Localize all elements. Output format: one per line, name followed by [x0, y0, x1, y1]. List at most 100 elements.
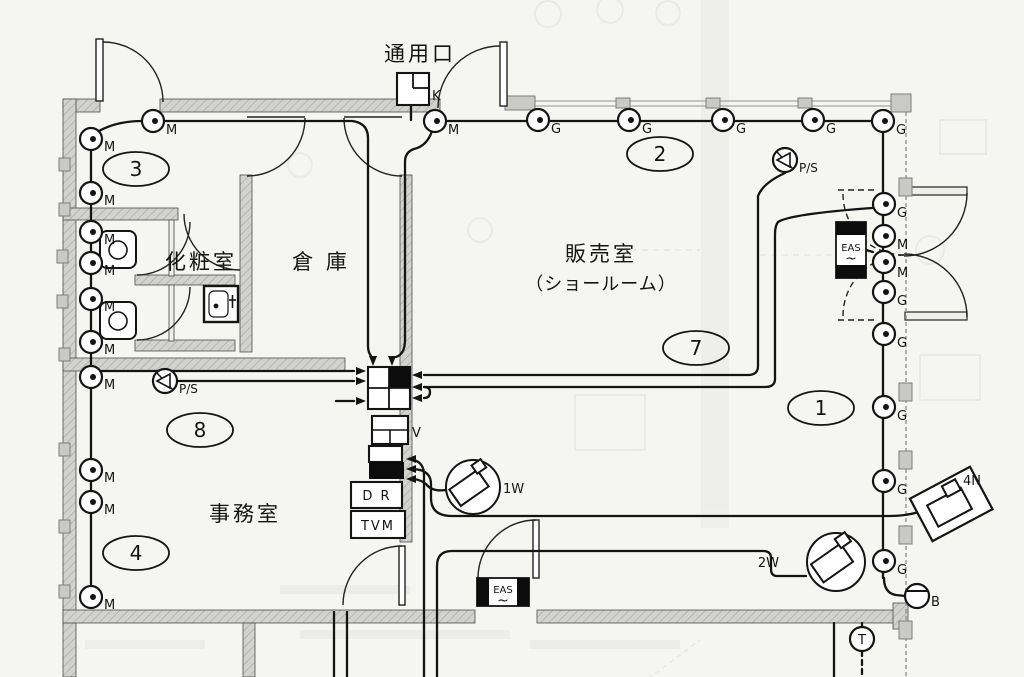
sensor-m	[78, 286, 104, 312]
sensor-m	[78, 364, 104, 390]
b-label: B	[931, 595, 940, 610]
zone-number-1: 1	[815, 396, 828, 420]
door-arc	[477, 519, 537, 579]
door-arc	[343, 117, 403, 177]
sensor-g	[800, 107, 826, 133]
control-panel-black-cell	[389, 367, 410, 388]
ps-sensor	[771, 146, 799, 174]
zone-number-4: 4	[130, 541, 143, 565]
sensor-label-m: M	[104, 471, 115, 486]
eas-wave: ~	[497, 593, 509, 609]
camera-1w	[445, 457, 501, 515]
camera-2w	[806, 530, 866, 592]
room-label-storage: 倉 庫	[292, 250, 350, 274]
zone-2	[626, 136, 694, 172]
sensor-m	[422, 108, 448, 134]
sensor-label-m: M	[897, 238, 908, 253]
sensor-label-g: G	[551, 122, 561, 137]
room-label-service-entrance: 通用口	[384, 42, 456, 66]
camera-4n-label: 4N	[963, 474, 981, 489]
k-label: K	[432, 89, 441, 104]
sensor-label-g: G	[896, 123, 906, 138]
sensor-m	[78, 219, 104, 245]
sensor-m	[78, 584, 104, 610]
glass-corner-box	[890, 93, 912, 113]
stall-partition	[168, 284, 175, 342]
glass-joint	[504, 95, 536, 111]
sensor-g	[616, 107, 642, 133]
v-label: V	[412, 426, 421, 441]
dr-unit	[349, 480, 404, 510]
glass-joint	[615, 97, 631, 109]
wall-segment	[62, 207, 179, 221]
sensor-label-g: G	[897, 563, 907, 578]
eas-gate-bottom	[476, 577, 530, 607]
sensor-label-m: M	[104, 343, 115, 358]
sink-basin	[208, 290, 229, 318]
sensor-label-m: M	[104, 598, 115, 613]
glass-joint	[797, 97, 813, 109]
door-arc	[183, 213, 241, 271]
io-unit-white	[367, 444, 404, 464]
room-label-showroom: （ショールーム）	[525, 274, 676, 295]
wall-segment	[242, 622, 256, 677]
camera-4n	[908, 465, 995, 543]
wall-segment	[159, 98, 441, 113]
control-panel	[349, 365, 412, 540]
sensor-label-m: M	[104, 140, 115, 155]
sensor-m	[78, 126, 104, 152]
door-arc	[437, 45, 501, 109]
eas-label: EAS	[841, 243, 861, 254]
ps-label: P/S	[799, 161, 818, 175]
zone-number-3: 3	[130, 157, 143, 181]
sensor-g	[871, 279, 897, 305]
door-leaf	[398, 545, 406, 606]
sensor-label-g: G	[897, 294, 907, 309]
sensor-label-g: G	[897, 206, 907, 221]
stall-partition	[168, 219, 175, 277]
ps-sensor	[151, 367, 179, 395]
door-arc	[136, 286, 191, 341]
eas-wave: ~	[845, 251, 857, 267]
sensor-label-m: M	[897, 266, 908, 281]
sensor-m	[78, 489, 104, 515]
glass-joint	[898, 177, 913, 197]
sensors	[78, 107, 897, 610]
sensor-g	[870, 108, 896, 134]
zone-number-8: 8	[194, 418, 207, 442]
sink-drain	[213, 303, 219, 309]
zone-number-2: 2	[654, 142, 667, 166]
room-label-restroom: 化粧室	[165, 250, 237, 274]
sensor-g	[525, 107, 551, 133]
sensor-label-m: M	[104, 378, 115, 393]
zone-7	[662, 330, 730, 366]
sensor-label-g: G	[642, 122, 652, 137]
wall-segment	[536, 609, 904, 624]
t-device	[848, 625, 876, 653]
sensor-label-g: G	[897, 483, 907, 498]
sensor-m	[78, 180, 104, 206]
wall-segment	[62, 609, 476, 624]
door-leaf	[499, 41, 508, 107]
sensor-m	[78, 329, 104, 355]
sensor-g	[871, 548, 897, 574]
door-leaf	[95, 38, 104, 102]
camera-1w-label: 1W	[503, 482, 524, 497]
zone-1	[787, 390, 855, 426]
sensor-m	[78, 250, 104, 276]
glass-joint	[898, 382, 913, 402]
sensor-label-m: M	[104, 300, 115, 315]
room-label-office: 事務室	[209, 502, 281, 526]
eas-gate-right	[835, 221, 867, 279]
sensor-m	[78, 457, 104, 483]
door-arc	[102, 41, 164, 103]
k-unit	[395, 71, 431, 107]
ps-label: P/S	[179, 382, 198, 396]
sensor-label-m: M	[448, 123, 459, 138]
sensor-label-g: G	[736, 122, 746, 137]
zone-3	[102, 151, 170, 187]
camera-2w-label: 2W	[758, 556, 779, 571]
zone-number-7: 7	[690, 336, 703, 360]
